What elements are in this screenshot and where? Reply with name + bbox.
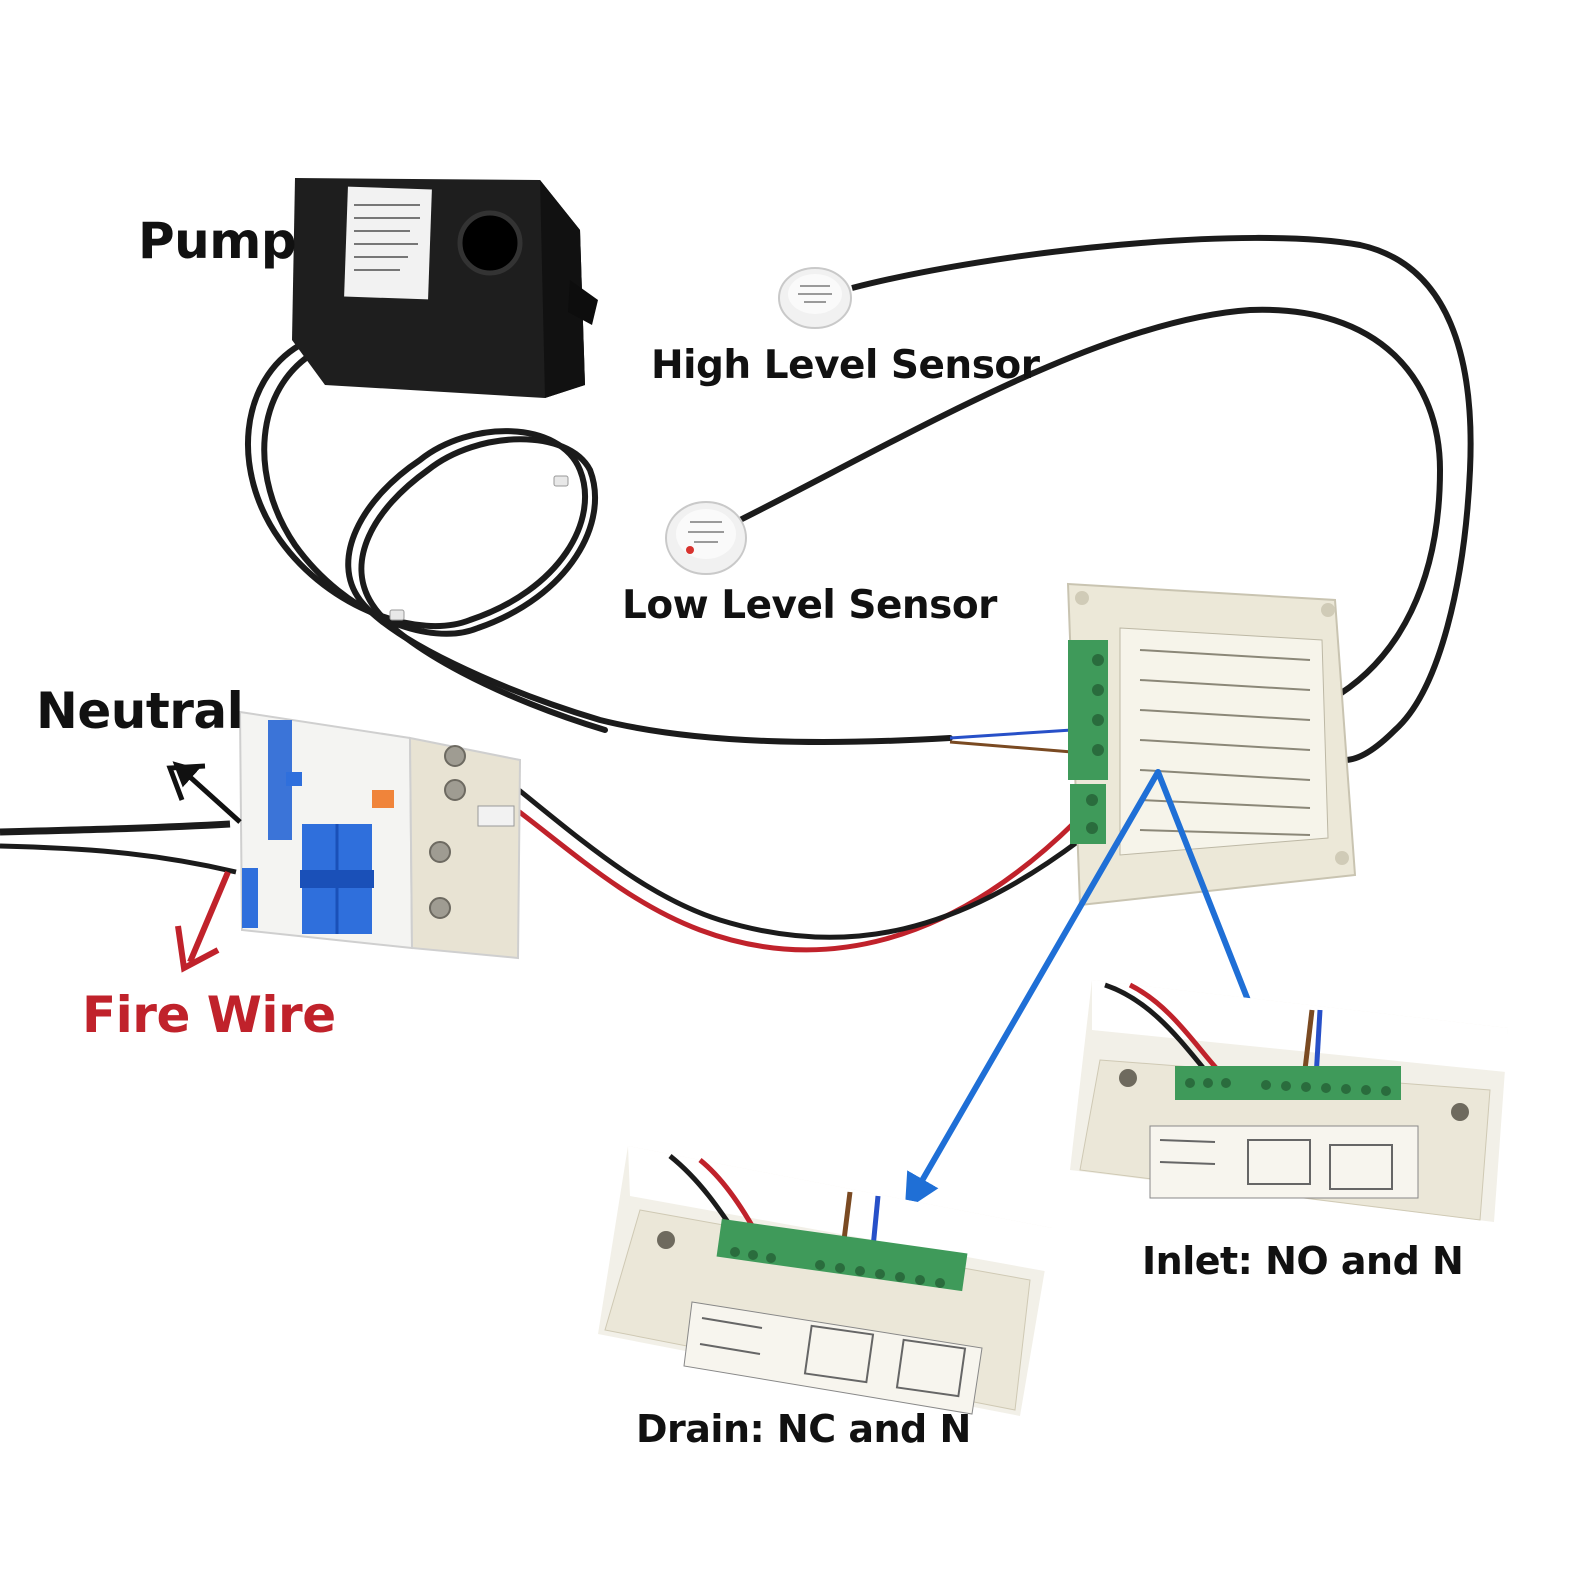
breaker-toggle: [300, 824, 374, 934]
inlet-label: Inlet: NO and N: [1142, 1239, 1464, 1283]
low-level-sensor-label: Low Level Sensor: [622, 583, 997, 628]
power-wires: [487, 772, 1083, 953]
neutral-label: Neutral: [36, 682, 244, 740]
drain-label: Drain: NC and N: [636, 1407, 971, 1451]
high-level-sensor-image: [778, 267, 852, 329]
pump-outlet: [457, 210, 523, 276]
cable-end-conductors: [949, 728, 1073, 754]
high-level-sensor-label: High Level Sensor: [651, 343, 1040, 388]
mains-cable-lower: [0, 843, 237, 875]
high-sensor-cable: [851, 234, 1474, 763]
neutral-arrow-tip: [166, 763, 206, 801]
low-sensor-cable: [738, 306, 1444, 703]
pump-cable: [244, 342, 953, 745]
pump-image: [292, 178, 598, 398]
neutral-arrow: [172, 761, 242, 824]
inlet-inset-image: [1070, 980, 1508, 1222]
low-level-sensor-image: [665, 501, 747, 575]
circuit-breaker-image: [238, 710, 522, 960]
drain-inset-image: [598, 1146, 1052, 1416]
fire-wire-arrow: [187, 870, 231, 964]
fire-wire-label: Fire Wire: [82, 986, 336, 1044]
pump-label: Pump: [138, 212, 297, 270]
fire-wire-arrow-tip: [175, 925, 220, 973]
pump-cable-ties: [389, 475, 569, 621]
level-controller-image: [1066, 582, 1357, 907]
mains-cable: [0, 820, 231, 836]
controller-terminal-block: [1068, 640, 1108, 844]
